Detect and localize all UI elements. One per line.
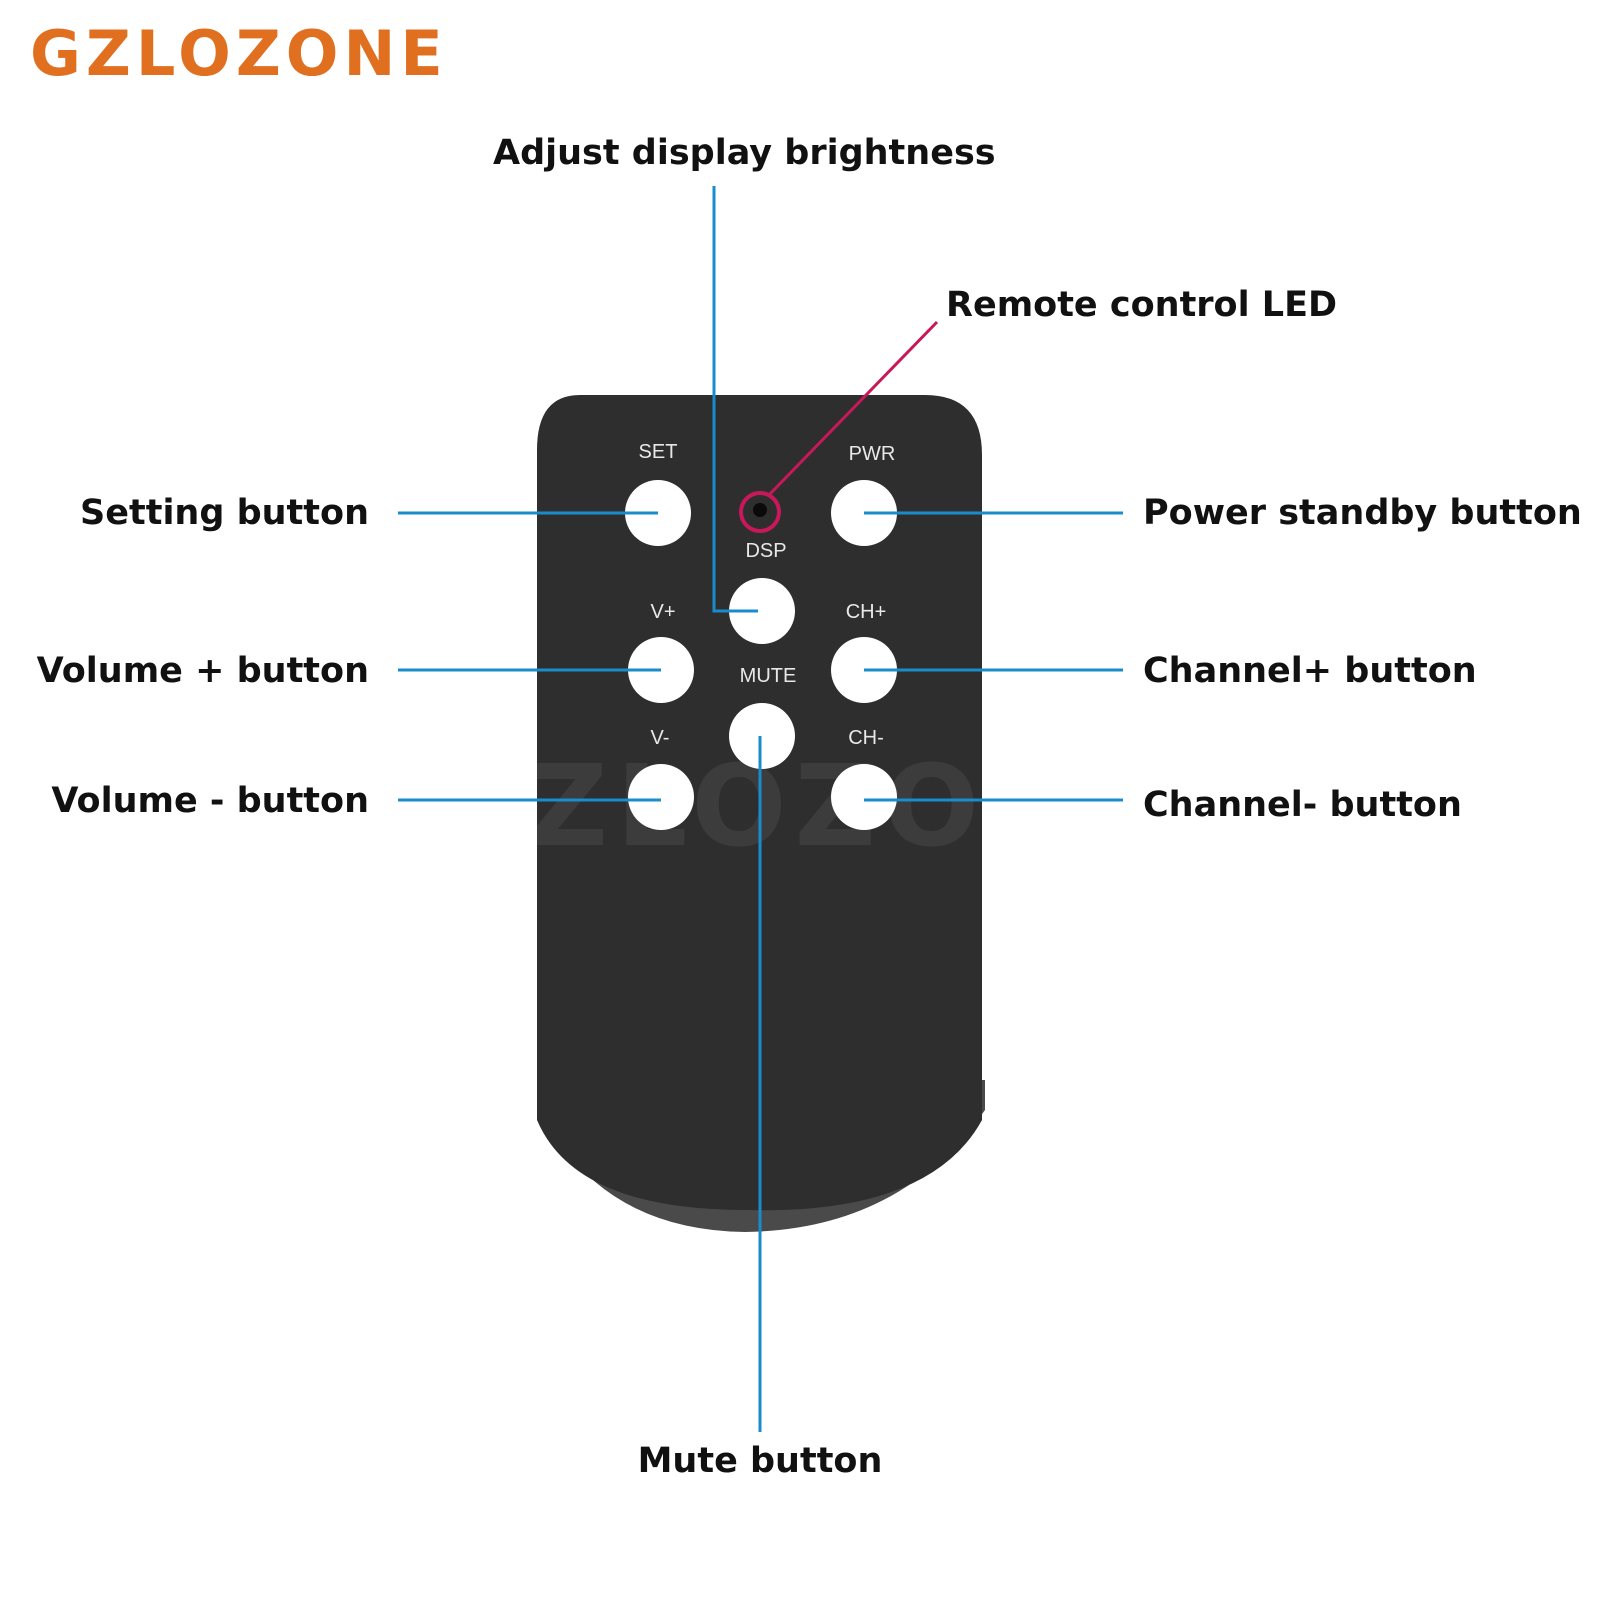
ch-minus-key[interactable] [831,764,897,830]
callout-pwr: Power standby button [1143,493,1582,533]
mute-key[interactable] [729,703,795,769]
ch-minus-key-label: CH- [848,727,884,749]
leader-lines [398,186,1123,1432]
callout-led: Remote control LED [946,285,1337,325]
remote-led [753,503,767,517]
v-minus-key[interactable] [628,764,694,830]
remote-control: GZLOZONE SET PWR DSP V+ CH+ MUTE V- CH- [427,395,1173,1232]
callout-set: Setting button [80,493,369,533]
mute-key-label: MUTE [740,665,797,687]
pwr-key-label: PWR [849,443,896,465]
set-key-label: SET [639,441,678,463]
callout-v-minus: Volume - button [51,781,369,821]
callout-mute: Mute button [638,1441,883,1481]
callout-ch-plus: Channel+ button [1143,651,1477,691]
v-minus-key-label: V- [651,727,670,749]
callout-ch-minus: Channel- button [1143,785,1462,825]
dsp-key[interactable] [729,578,795,644]
led-leader-line [766,320,939,498]
callout-v-plus: Volume + button [37,651,369,691]
led-highlight-ring [739,491,781,533]
watermark: GZLOZONE [427,742,1173,872]
dsp-leader-line [712,186,758,613]
v-plus-key-label: V+ [650,601,675,623]
ch-plus-key-label: CH+ [846,601,887,623]
callout-dsp: Adjust display brightness [493,133,996,173]
dsp-key-label: DSP [745,540,786,562]
brand-logo: GZLOZONE [30,17,448,90]
